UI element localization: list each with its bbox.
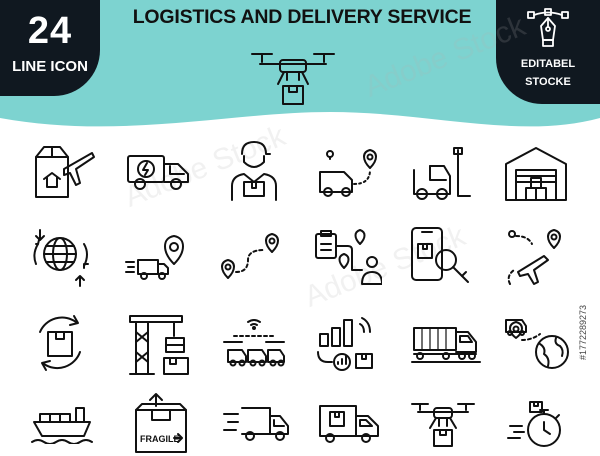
electric-truck-icon [127, 155, 189, 190]
port-crane-icon [129, 315, 189, 375]
fragile-box-icon: FRAGILE [135, 393, 187, 453]
pen-tool-icon [527, 8, 569, 47]
route-pins-icon [221, 233, 279, 279]
page-title: LOGISTICS AND DELIVERY SERVICE [132, 6, 472, 28]
box-truck-icon [319, 405, 379, 443]
plane-route-icon [507, 229, 561, 285]
icon-count: 24 [27, 10, 73, 52]
express-clock-icon [507, 401, 561, 447]
global-shipping-icon [505, 319, 569, 369]
svg-text:FRAGILE: FRAGILE [140, 434, 180, 444]
stock-id: #1772289273 [578, 304, 588, 360]
editable-stroke-badge: EDITABEL STOCKE [496, 0, 600, 104]
box-cycle-icon [39, 315, 81, 371]
editable-line1: EDITABEL [520, 58, 576, 70]
cargo-ship-icon [31, 407, 93, 444]
order-tracking-icon [315, 229, 382, 285]
icon-count-badge: 24 LINE ICON [0, 0, 100, 96]
cargo-train-icon [411, 327, 481, 363]
courier-icon [231, 141, 277, 201]
header-drone-icon [251, 53, 335, 105]
icon-count-label: LINE ICON [12, 58, 88, 75]
drone-delivery-icon [411, 403, 475, 447]
truck-location-icon [125, 235, 184, 280]
drone-fleet-icon [223, 319, 285, 367]
delivery-route-van-icon [319, 149, 377, 197]
delivery-analytics-icon [317, 317, 373, 371]
forklift-icon [413, 147, 471, 200]
editable-line2: STOCKE [525, 76, 571, 88]
mobile-search-icon [411, 227, 469, 283]
fast-truck-icon [223, 407, 289, 441]
warehouse-icon [505, 147, 567, 201]
global-logistics-icon [33, 229, 89, 287]
box-plane-icon [35, 146, 95, 198]
